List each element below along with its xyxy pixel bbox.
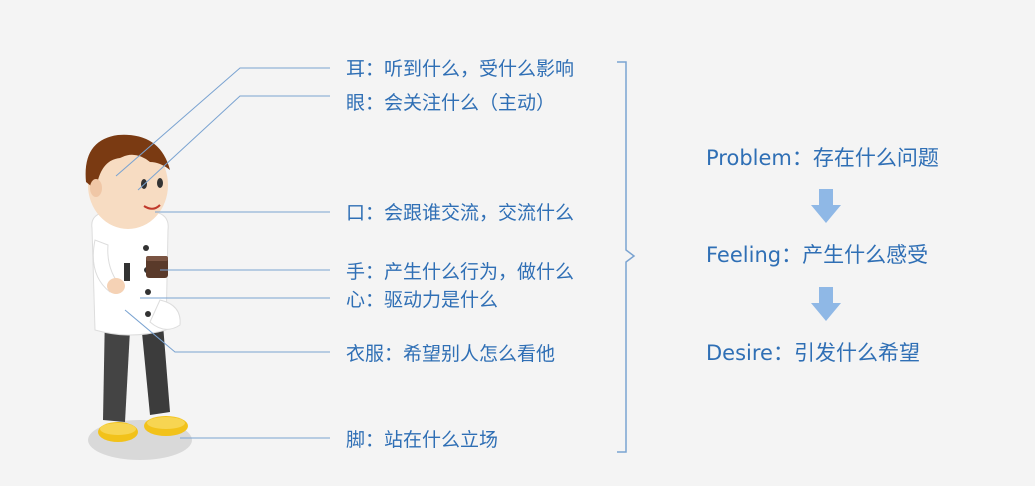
- heart-label: 心：驱动力是什么: [346, 289, 499, 311]
- hand-label: 手：产生什么行为，做什么: [346, 261, 575, 283]
- flow-desire: Desire：引发什么希望: [706, 341, 920, 365]
- clothes-label: 衣服：希望别人怎么看他: [346, 343, 556, 365]
- down-arrow-icon: [811, 287, 841, 321]
- ear-leader-line: [115, 67, 330, 177]
- flow-problem: Problem：存在什么问题: [706, 146, 939, 170]
- mouth-label: 口：会跟谁交流，交流什么: [346, 202, 575, 224]
- eye-label: 眼：会关注什么（主动）: [346, 92, 556, 114]
- bracket: [617, 61, 636, 453]
- clothes-leader-line: [124, 309, 330, 353]
- cartoon-person-icon: [85, 134, 192, 460]
- flow-feeling: Feeling：产生什么感受: [706, 243, 929, 267]
- ear-label: 耳：听到什么，受什么影响: [346, 58, 575, 80]
- eye-leader-line: [137, 95, 330, 191]
- leader-lines: [115, 67, 330, 439]
- down-arrow-icon: [811, 189, 841, 223]
- foot-label: 脚：站在什么立场: [346, 429, 499, 451]
